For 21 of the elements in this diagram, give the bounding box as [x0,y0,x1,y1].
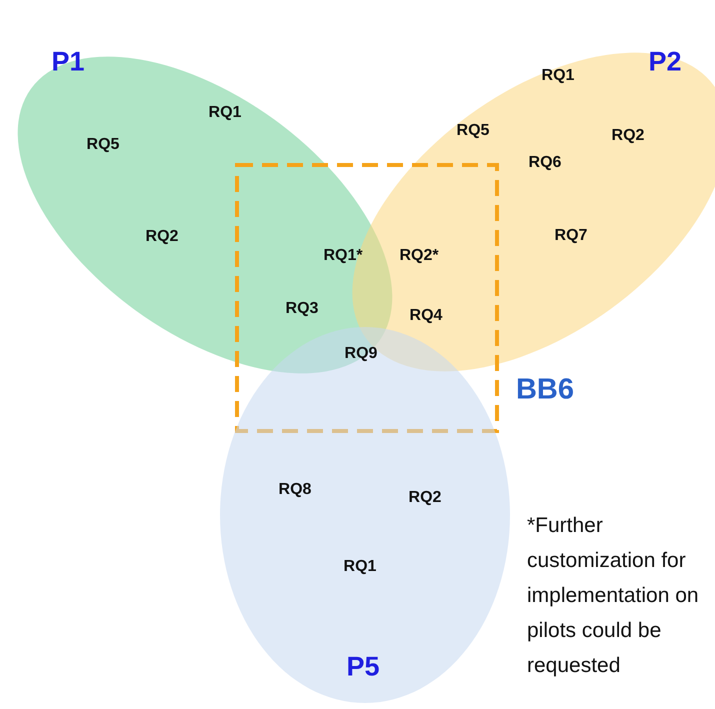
footnote: *Further customization for implementation on pilots could be requested [527,513,700,679]
requirement-label: RQ1 [208,104,242,122]
requirement-label: RQ1 [542,67,574,85]
requirement-label: RQ2 [408,489,442,507]
requirement-label: RQ2 [612,127,644,145]
requirement-label: RQ3 [286,300,318,318]
set-label: P2 [648,46,682,78]
requirement-label: RQ5 [456,122,490,140]
requirement-label: RQ2 [146,228,178,246]
requirement-label: RQ9 [344,345,378,363]
requirement-label: RQ7 [554,227,588,245]
set-label: P1 [51,46,85,78]
requirement-label: RQ6 [528,154,562,172]
requirement-label: RQ5 [86,136,120,154]
set-label: BB6 [516,374,574,406]
requirement-label: RQ1* [323,247,363,265]
set-label: P5 [346,652,380,682]
requirement-label: RQ8 [278,481,312,499]
requirement-label: RQ2* [399,247,439,265]
requirement-label: RQ4 [410,307,442,325]
requirement-label: RQ1 [344,558,376,576]
